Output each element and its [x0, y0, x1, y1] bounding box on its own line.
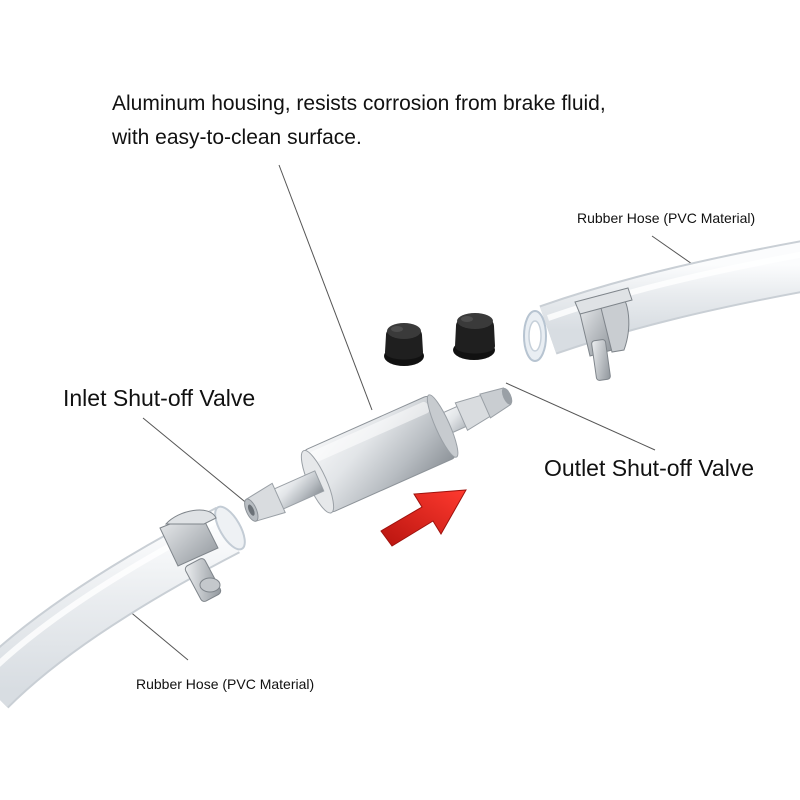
leader-inlet: [142, 417, 256, 511]
rubber-cap-1: [384, 323, 424, 366]
rubber-caps-icon: [384, 313, 495, 366]
clamp-left: [159, 509, 222, 602]
hose-left-label: Rubber Hose (PVC Material): [136, 676, 315, 692]
hose-right: [523, 240, 800, 362]
inlet-barb: [244, 470, 325, 522]
clamp-right: [574, 287, 633, 381]
leader-housing: [278, 164, 373, 411]
valve-assembly: [244, 387, 513, 522]
leader-lines: [127, 164, 706, 661]
rubber-cap-2: [453, 313, 495, 360]
housing-callout-line-1: Aluminum housing, resists corrosion from…: [112, 92, 606, 115]
hose-right-label: Rubber Hose (PVC Material): [577, 210, 756, 226]
housing-callout-line-2: with easy-to-clean surface.: [112, 126, 362, 149]
leader-outlet: [505, 382, 656, 451]
hose-left-end: [214, 505, 246, 551]
outlet-valve-label: Outlet Shut-off Valve: [544, 455, 755, 481]
inlet-valve-label: Inlet Shut-off Valve: [63, 385, 256, 411]
red-flow-arrow-icon: [380, 489, 467, 547]
leader-hose-left: [127, 609, 189, 661]
